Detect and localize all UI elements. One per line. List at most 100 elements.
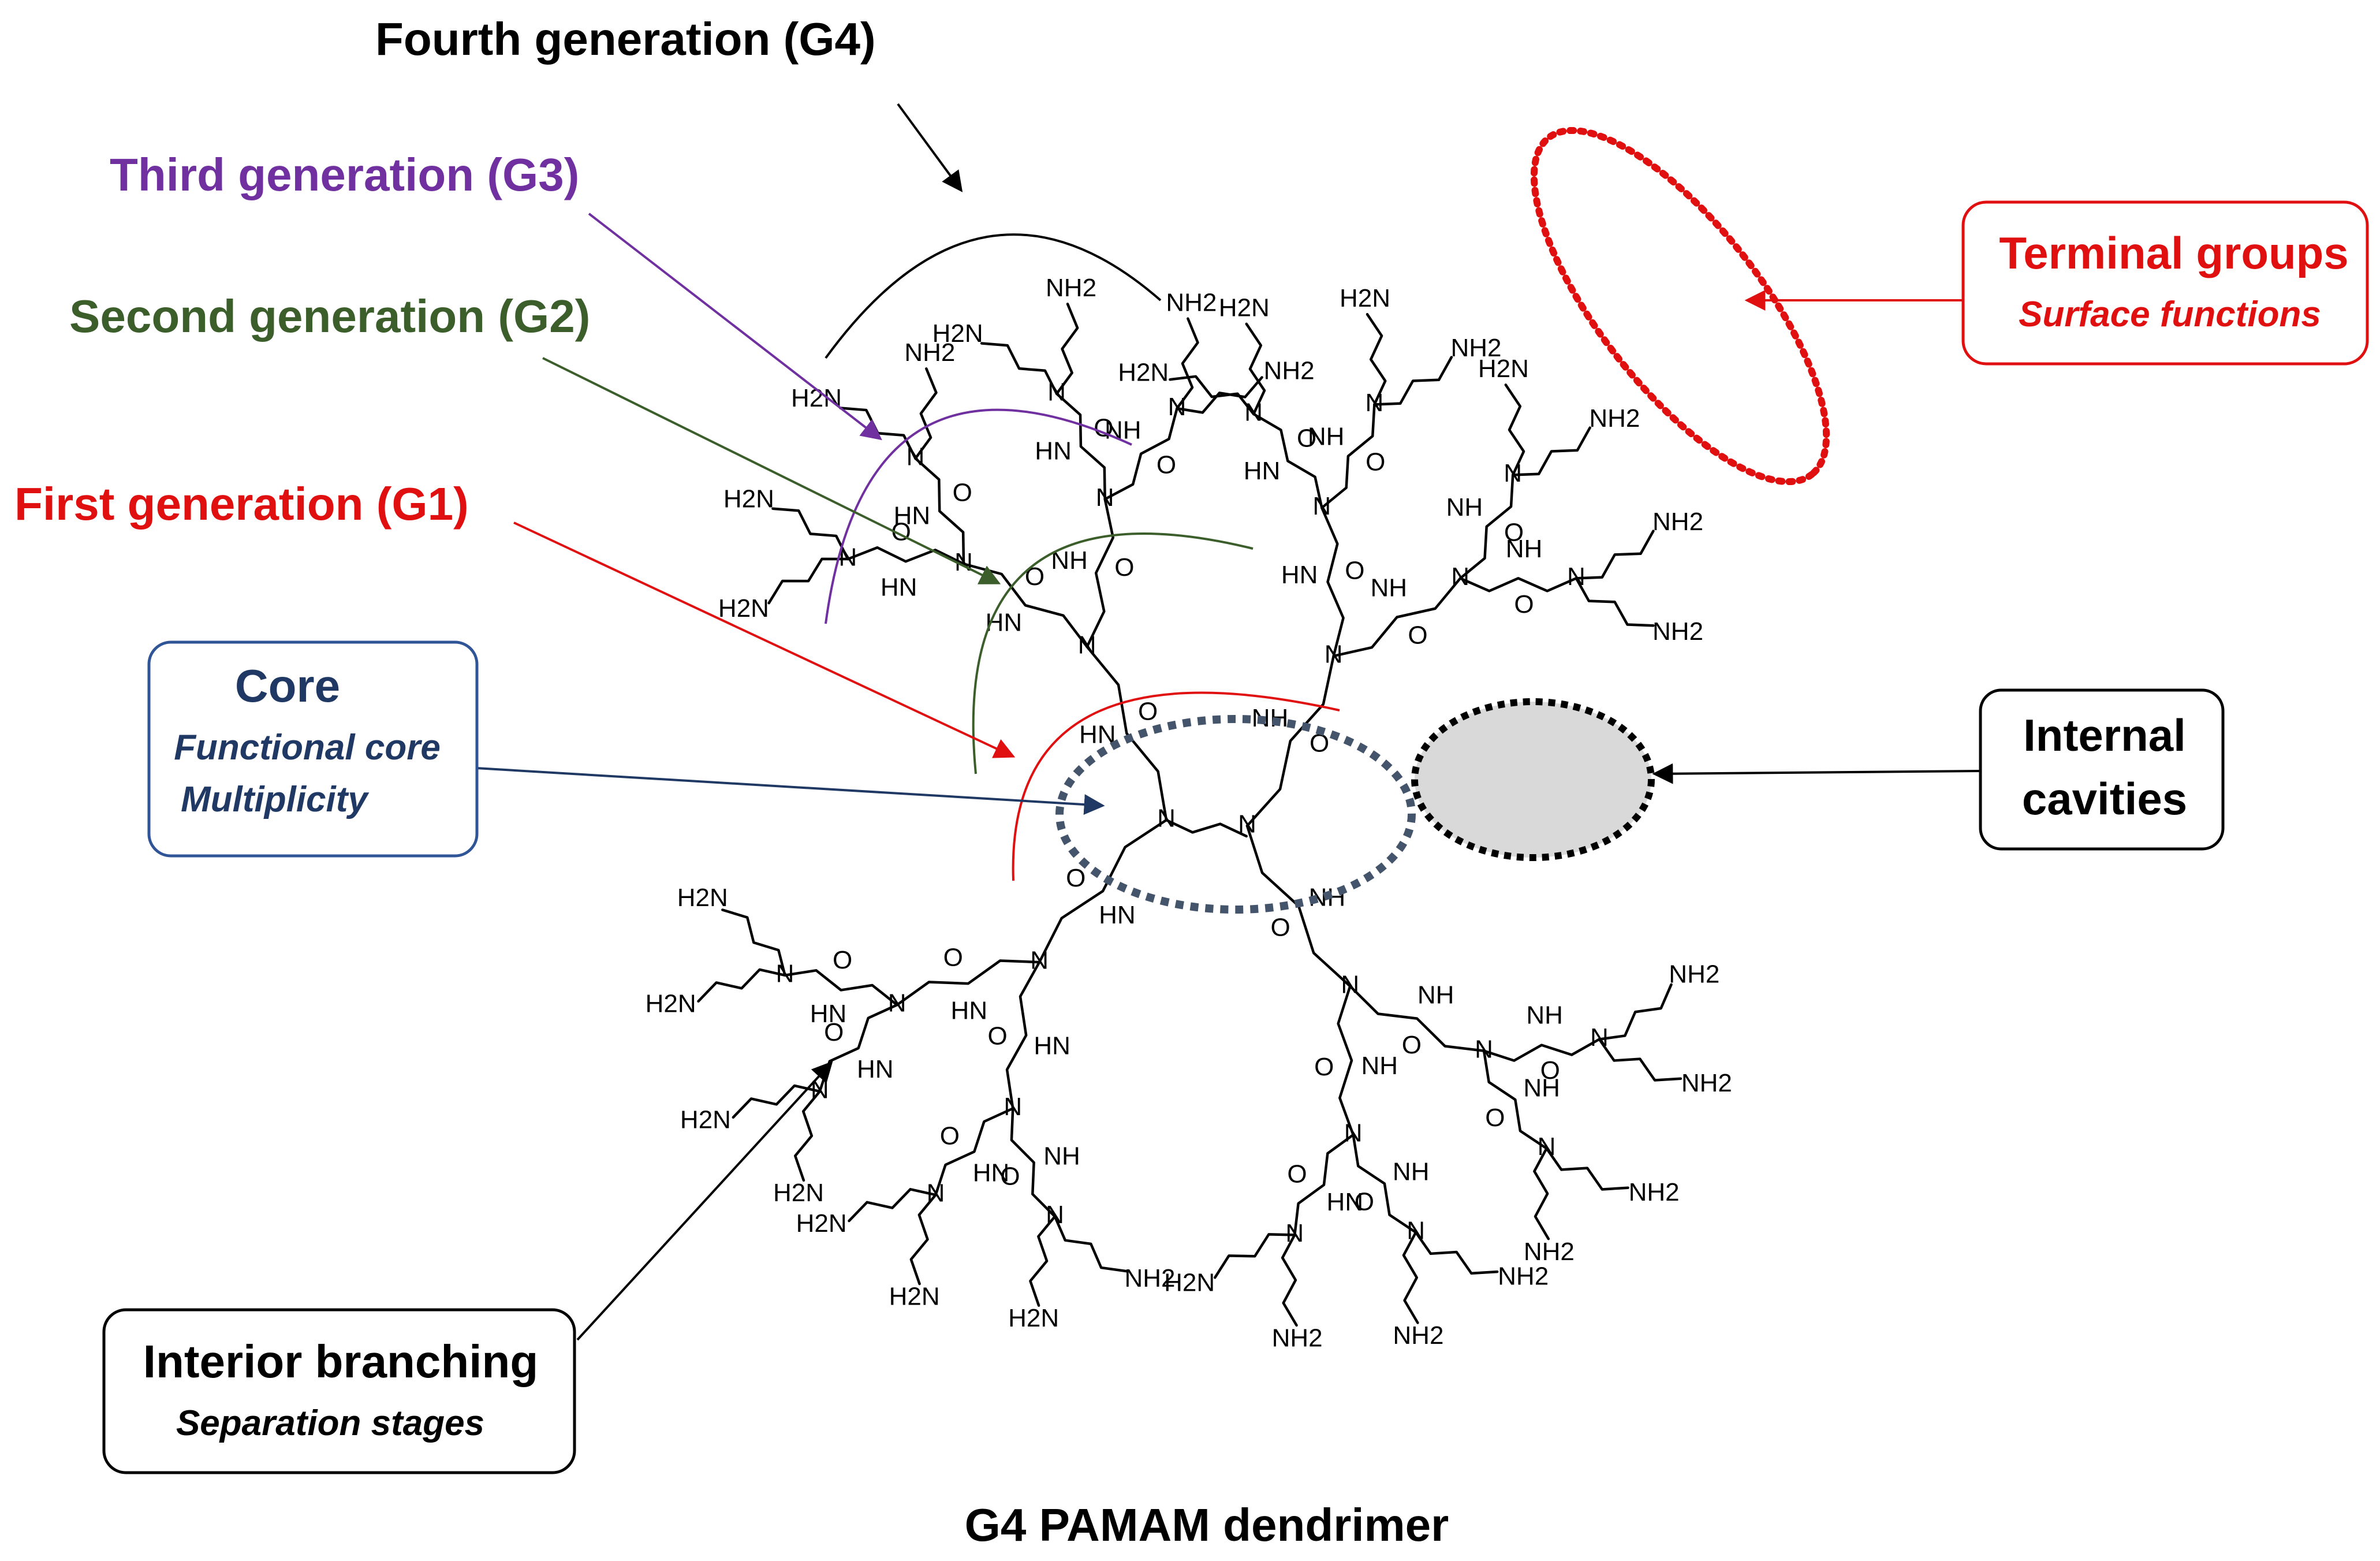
g2-arrow	[542, 357, 1001, 584]
g2-arc	[972, 532, 1254, 774]
bond	[1352, 1133, 1417, 1234]
atom-label-n: N	[888, 989, 907, 1018]
bond	[1533, 1147, 1550, 1240]
atom-label-h2n: H2N	[646, 990, 696, 1018]
cavities-line-2: cavities	[2022, 773, 2187, 824]
atom-label-nh2: NH2	[1652, 617, 1703, 646]
atom-label-o: O	[824, 1018, 844, 1046]
branching-subtitle: Separation stages	[176, 1403, 484, 1443]
atom-label-hn: HN	[894, 502, 931, 530]
atom-label-nh: NH	[1308, 423, 1345, 451]
atom-label-o: O	[1114, 553, 1134, 582]
atom-label-hn: HN	[951, 996, 988, 1024]
atom-label-nh2: NH2	[1166, 288, 1217, 316]
g3-label: Third generation (G3)	[110, 149, 579, 200]
atom-label-h2n: H2N	[889, 1282, 940, 1310]
atom-label-o: O	[1402, 1031, 1422, 1059]
bond	[1511, 426, 1591, 476]
cavities-line-1: Internal	[2023, 710, 2186, 761]
atom-label-o: O	[1297, 424, 1316, 452]
bond	[771, 507, 849, 561]
bond	[846, 546, 965, 565]
atom-label-o: O	[1514, 590, 1534, 619]
bond	[1085, 498, 1115, 649]
bond	[848, 1188, 937, 1223]
atom-label-o: O	[943, 943, 963, 971]
core-title: Core	[235, 660, 340, 711]
bond	[1598, 1038, 1683, 1082]
bond	[1293, 1133, 1355, 1236]
atom-label-o: O	[1287, 1160, 1307, 1189]
atom-label-h2n: H2N	[1008, 1304, 1059, 1332]
g1-arrow	[513, 521, 1016, 758]
bond	[1598, 983, 1673, 1041]
atom-label-o: O	[1408, 621, 1427, 649]
bond	[1010, 1107, 1057, 1218]
core-region-ellipse	[1055, 715, 1416, 914]
atom-label-o: O	[1138, 698, 1158, 726]
atom-label-nh2: NH2	[1393, 1321, 1443, 1350]
g2-label: Second generation (G2)	[69, 290, 590, 342]
atom-label-nh2: NH2	[1451, 334, 1502, 362]
branching-arrow	[576, 1061, 833, 1341]
atom-label-o: O	[1366, 448, 1385, 476]
atom-label-n: N	[1567, 562, 1586, 591]
atom-label-hn: HN	[973, 1158, 1010, 1187]
atom-label-nh2: NH2	[1629, 1178, 1680, 1206]
core-line-2: Multiplicity	[181, 780, 370, 819]
bond	[1402, 1231, 1419, 1324]
atom-label-hn: HN	[1327, 1188, 1364, 1216]
bond	[793, 1090, 822, 1182]
atom-label-o: O	[953, 479, 972, 507]
atom-label-nh: NH	[1371, 574, 1408, 602]
interior-branching-callout: Interior branching Separation stages	[102, 1308, 576, 1474]
atom-label-hn: HN	[1035, 437, 1072, 465]
bond	[1366, 313, 1387, 406]
bond	[767, 557, 849, 605]
bond	[1213, 1233, 1296, 1279]
atom-label-nh2: NH2	[1124, 1264, 1175, 1292]
atom-label-o: O	[1485, 1104, 1505, 1132]
bond	[732, 1084, 822, 1119]
bond	[1029, 1215, 1057, 1307]
g3-arc	[825, 408, 1132, 624]
atom-label-nh: NH	[1523, 1074, 1560, 1102]
atom-label-h2n: H2N	[796, 1209, 847, 1238]
atom-label-hn: HN	[1034, 1032, 1070, 1060]
atom-label-nh2: NH2	[1524, 1238, 1575, 1266]
atom-label-o: O	[988, 1022, 1008, 1050]
atom-label-o: O	[1157, 450, 1176, 479]
atom-label-nh: NH	[1393, 1158, 1430, 1186]
atom-label-hn: HN	[1244, 457, 1281, 485]
core-line-1: Functional core	[174, 728, 441, 768]
atom-label-n: N	[1030, 947, 1049, 975]
atom-label-h2n: H2N	[932, 319, 983, 348]
bond	[1337, 985, 1355, 1137]
bond	[1320, 506, 1345, 658]
bond	[1169, 375, 1255, 416]
branching-title: Interior branching	[143, 1336, 539, 1387]
atom-label-h2n: H2N	[773, 1179, 824, 1207]
atom-label-nh2: NH2	[1681, 1069, 1732, 1097]
atom-label-o: O	[940, 1122, 960, 1150]
bond	[1055, 392, 1106, 501]
bond	[1245, 654, 1335, 828]
atom-label-h2n: H2N	[718, 594, 769, 623]
bond	[896, 959, 1041, 1007]
atom-label-h2n: H2N	[1118, 358, 1169, 386]
bond	[1373, 356, 1453, 406]
atom-label-nh: NH	[1446, 493, 1483, 521]
atom-label-hn: HN	[810, 1000, 847, 1028]
g1-label: First generation (G1)	[14, 478, 469, 530]
atom-label-hn: HN	[881, 573, 917, 601]
atom-label-nh2: NH2	[904, 338, 955, 367]
atom-label-o: O	[1000, 1162, 1020, 1190]
bond	[1053, 1215, 1128, 1273]
bond	[1103, 407, 1178, 501]
bond	[1575, 577, 1655, 627]
atom-label-o: O	[1540, 1056, 1560, 1085]
atom-label-h2n: H2N	[1164, 1269, 1215, 1297]
bond	[721, 908, 786, 977]
atom-label-nh2: NH2	[1272, 1324, 1323, 1353]
